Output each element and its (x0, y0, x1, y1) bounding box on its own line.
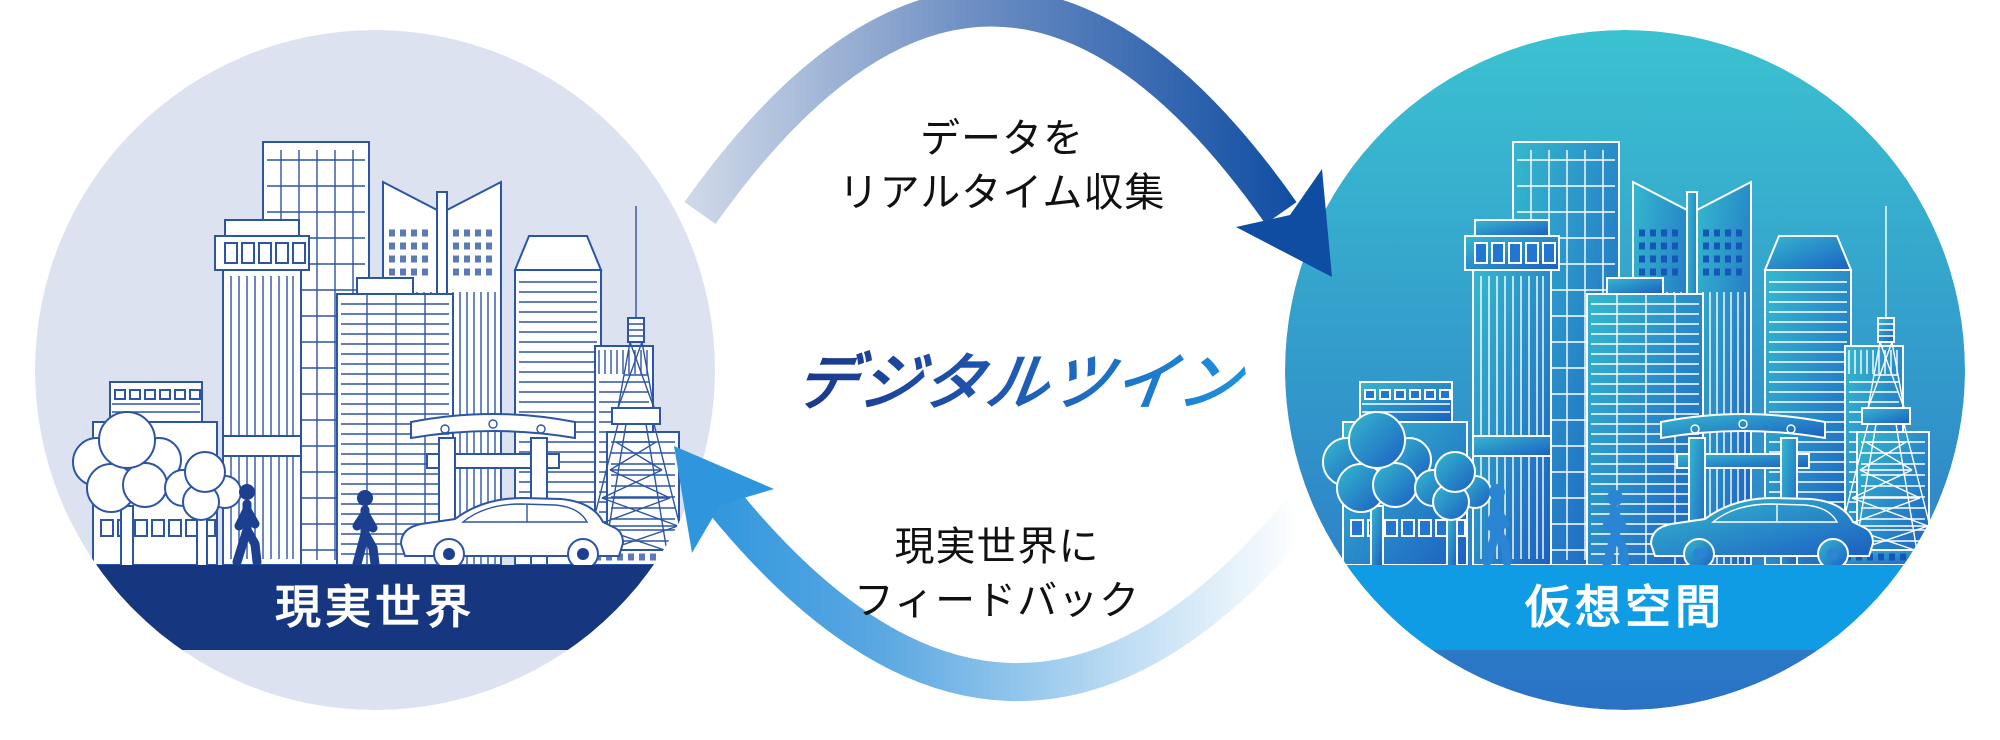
person-icon (1602, 490, 1630, 569)
real-world-label: 現実世界 (275, 581, 475, 633)
top-arrow-caption: データを リアルタイム収集 (802, 112, 1202, 220)
real-world-circle: 現実世界 (35, 30, 715, 710)
page-title: デジタルツイン (734, 332, 1307, 422)
car-icon (1649, 496, 1875, 570)
person-icon (1482, 484, 1512, 567)
virtual-space-label: 仮想空間 (1524, 581, 1725, 633)
tree-icon (1414, 451, 1492, 567)
top-arrow-caption-line1: データを (920, 117, 1084, 161)
person-icon (232, 484, 262, 567)
building-crown-tower (214, 219, 310, 566)
city-illustration (1322, 141, 1946, 570)
tree-icon (164, 451, 242, 567)
tree-icon (1322, 411, 1432, 567)
person-icon (352, 490, 380, 569)
bottom-arrow-caption-line1: 現実世界に (894, 525, 1100, 569)
bottom-arrow-caption-line2: フィードバック (853, 579, 1141, 623)
virtual-space-circle: 仮想空間 (1285, 30, 1965, 710)
top-arrow-caption-line2: リアルタイム収集 (838, 171, 1166, 215)
tree-icon (72, 411, 182, 567)
building-crown-tower (1464, 219, 1560, 566)
car-icon (399, 496, 625, 570)
bottom-arrow-caption: 現実世界に フィードバック (797, 520, 1197, 628)
